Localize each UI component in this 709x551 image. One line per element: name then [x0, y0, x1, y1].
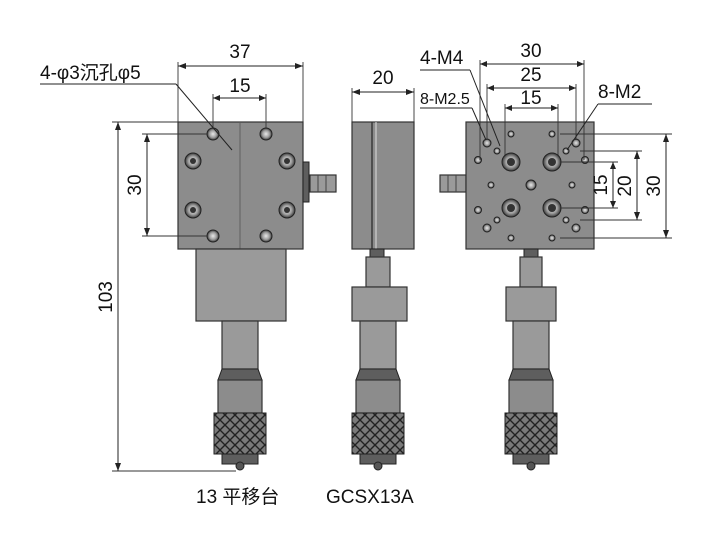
dim-height-103: 103 — [96, 281, 117, 313]
front-micrometer-barrel — [221, 320, 259, 370]
rear-adjust-stub — [439, 174, 467, 193]
side-view — [309, 121, 415, 471]
front-counterbore-holes — [184, 127, 296, 243]
side-micrometer-knurl — [351, 412, 405, 455]
dim-rear-15: 15 — [520, 88, 541, 109]
dim-pitch-15: 15 — [229, 76, 250, 97]
callout-4-m4: 4-M4 — [420, 48, 464, 69]
caption-stage-name: 13 平移台 — [196, 486, 279, 508]
rear-m4-holes — [501, 152, 562, 218]
rear-lower-housing — [505, 286, 557, 322]
side-connector — [365, 256, 391, 288]
front-micrometer-screw — [235, 461, 245, 471]
callout-counterbore: 4-φ3沉孔φ5 — [40, 62, 141, 84]
dim-rear-25: 25 — [520, 65, 541, 86]
side-micrometer-barrel — [359, 320, 397, 370]
front-micrometer-sleeve — [217, 379, 263, 414]
dim-rear-side-30: 30 — [644, 175, 665, 196]
rear-view — [439, 121, 595, 471]
side-dimensions: 20 — [351, 68, 415, 122]
front-micrometer-neck — [217, 368, 263, 381]
dim-rear-side-20: 20 — [615, 175, 636, 196]
side-adjust-stub — [309, 174, 337, 193]
dim-rear-side-15: 15 — [591, 174, 612, 195]
front-view — [177, 121, 310, 471]
front-dimensions: 37 15 30 103 4-φ3沉孔φ5 — [40, 42, 304, 472]
side-stage-body — [351, 121, 415, 250]
rear-micrometer-knurl — [504, 412, 558, 455]
dim-rear-30: 30 — [520, 41, 541, 62]
callout-8-m2-5: 8-M2.5 — [420, 91, 470, 108]
dim-width-37: 37 — [229, 42, 250, 63]
dim-thickness-20: 20 — [372, 68, 393, 89]
front-lower-housing — [195, 248, 287, 322]
side-lower-housing — [351, 286, 408, 322]
front-micrometer-knurl — [213, 412, 267, 455]
caption-model: GCSX13A — [326, 487, 414, 508]
dim-pitch-30: 30 — [125, 174, 146, 195]
callout-8-m2: 8-M2 — [598, 82, 641, 103]
rear-small-holes — [474, 130, 589, 242]
rear-dimensions: 30 25 15 30 20 15 4-M4 8-M2. — [420, 41, 672, 239]
front-stage-body — [177, 121, 304, 250]
front-side-stub — [302, 161, 310, 203]
